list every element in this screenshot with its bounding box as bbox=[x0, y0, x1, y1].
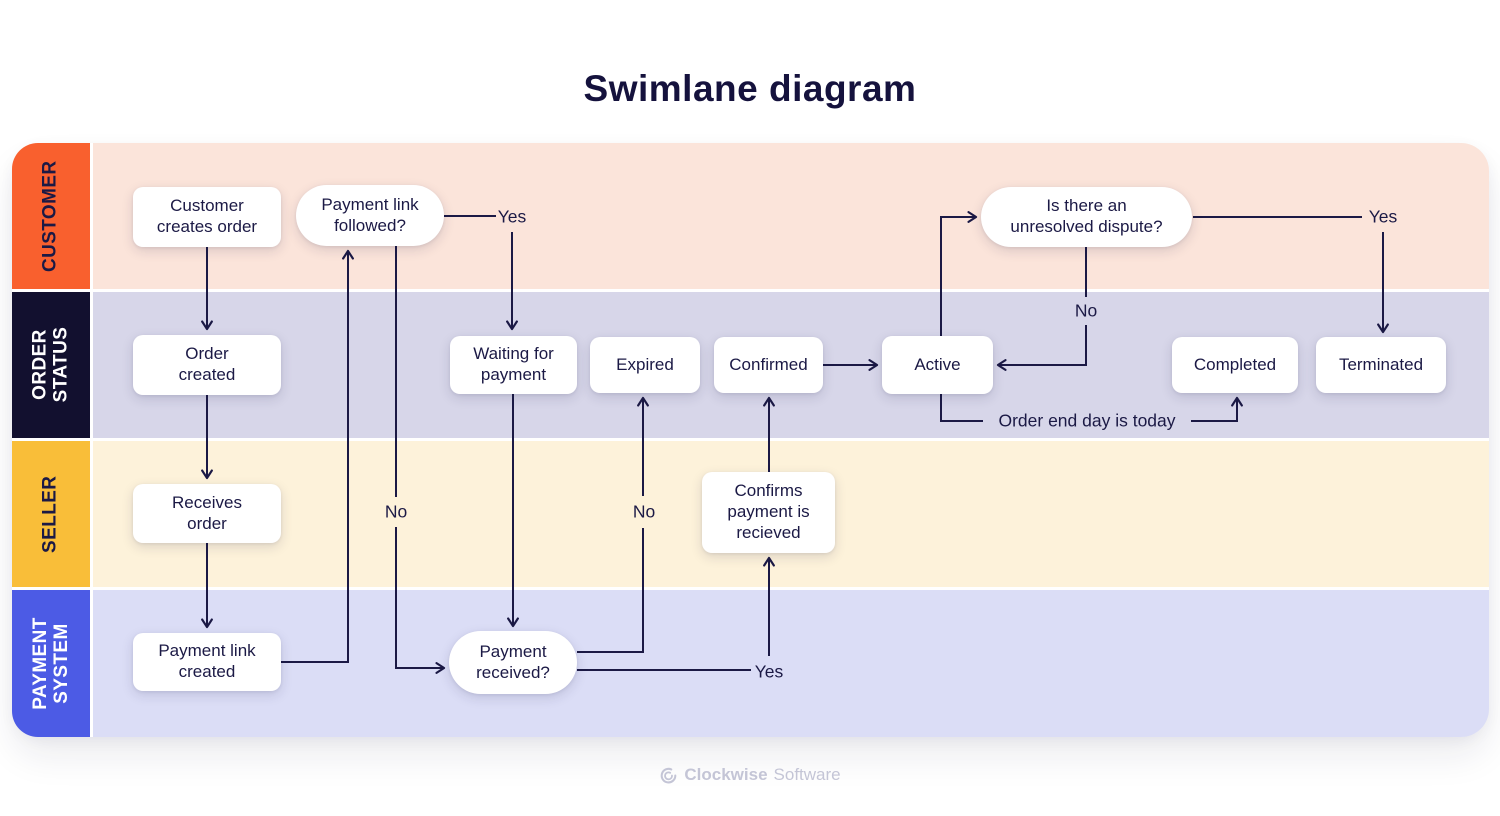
clockwise-logo-icon bbox=[661, 767, 677, 783]
node-active: Active bbox=[882, 336, 993, 394]
node-order-created: Order created bbox=[133, 335, 281, 395]
lane-label-customer-text: CUSTOMER bbox=[39, 160, 61, 272]
lane-label-payment-system: PAYMENT SYSTEM bbox=[12, 590, 90, 737]
node-unresolved-dispute: Is there an unresolved dispute? bbox=[981, 187, 1192, 247]
node-confirms-payment: Confirms payment is recieved bbox=[702, 472, 835, 553]
edge-label-no-payment-link: No bbox=[384, 501, 408, 522]
lane-label-order-status-text: ORDER STATUS bbox=[29, 327, 71, 403]
lane-label-payment-system-text: PAYMENT SYSTEM bbox=[29, 617, 72, 710]
lane-label-customer: CUSTOMER bbox=[12, 143, 90, 289]
node-confirmed: Confirmed bbox=[714, 337, 823, 393]
edge-label-no-payment-received: No bbox=[632, 501, 656, 522]
lane-track-payment-system bbox=[93, 590, 1489, 737]
edge-label-yes-payment-link: Yes bbox=[497, 206, 527, 227]
lane-label-order-status: ORDER STATUS bbox=[12, 292, 90, 438]
lane-label-seller-text: SELLER bbox=[39, 475, 61, 553]
node-payment-link-followed: Payment link followed? bbox=[296, 185, 444, 246]
node-completed: Completed bbox=[1172, 337, 1298, 393]
edge-label-no-dispute: No bbox=[1074, 300, 1098, 321]
edge-label-yes-dispute: Yes bbox=[1368, 206, 1398, 227]
node-expired: Expired bbox=[590, 337, 700, 393]
page-title: Swimlane diagram bbox=[583, 68, 917, 109]
node-payment-received: Payment received? bbox=[449, 631, 577, 694]
node-terminated: Terminated bbox=[1316, 337, 1446, 393]
edge-label-order-end-day: Order end day is today bbox=[998, 410, 1176, 431]
node-customer-creates-order: Customer creates order bbox=[133, 187, 281, 247]
node-receives-order: Receives order bbox=[133, 484, 281, 543]
node-payment-link-created: Payment link created bbox=[133, 633, 281, 691]
brand-suffix: Software bbox=[773, 765, 841, 784]
brand-footer: Clockwise Software bbox=[0, 765, 1500, 785]
lane-label-seller: SELLER bbox=[12, 441, 90, 587]
edge-label-yes-payment-received: Yes bbox=[754, 661, 784, 682]
node-waiting-for-payment: Waiting for payment bbox=[450, 336, 577, 394]
brand-name: Clockwise bbox=[684, 765, 768, 784]
